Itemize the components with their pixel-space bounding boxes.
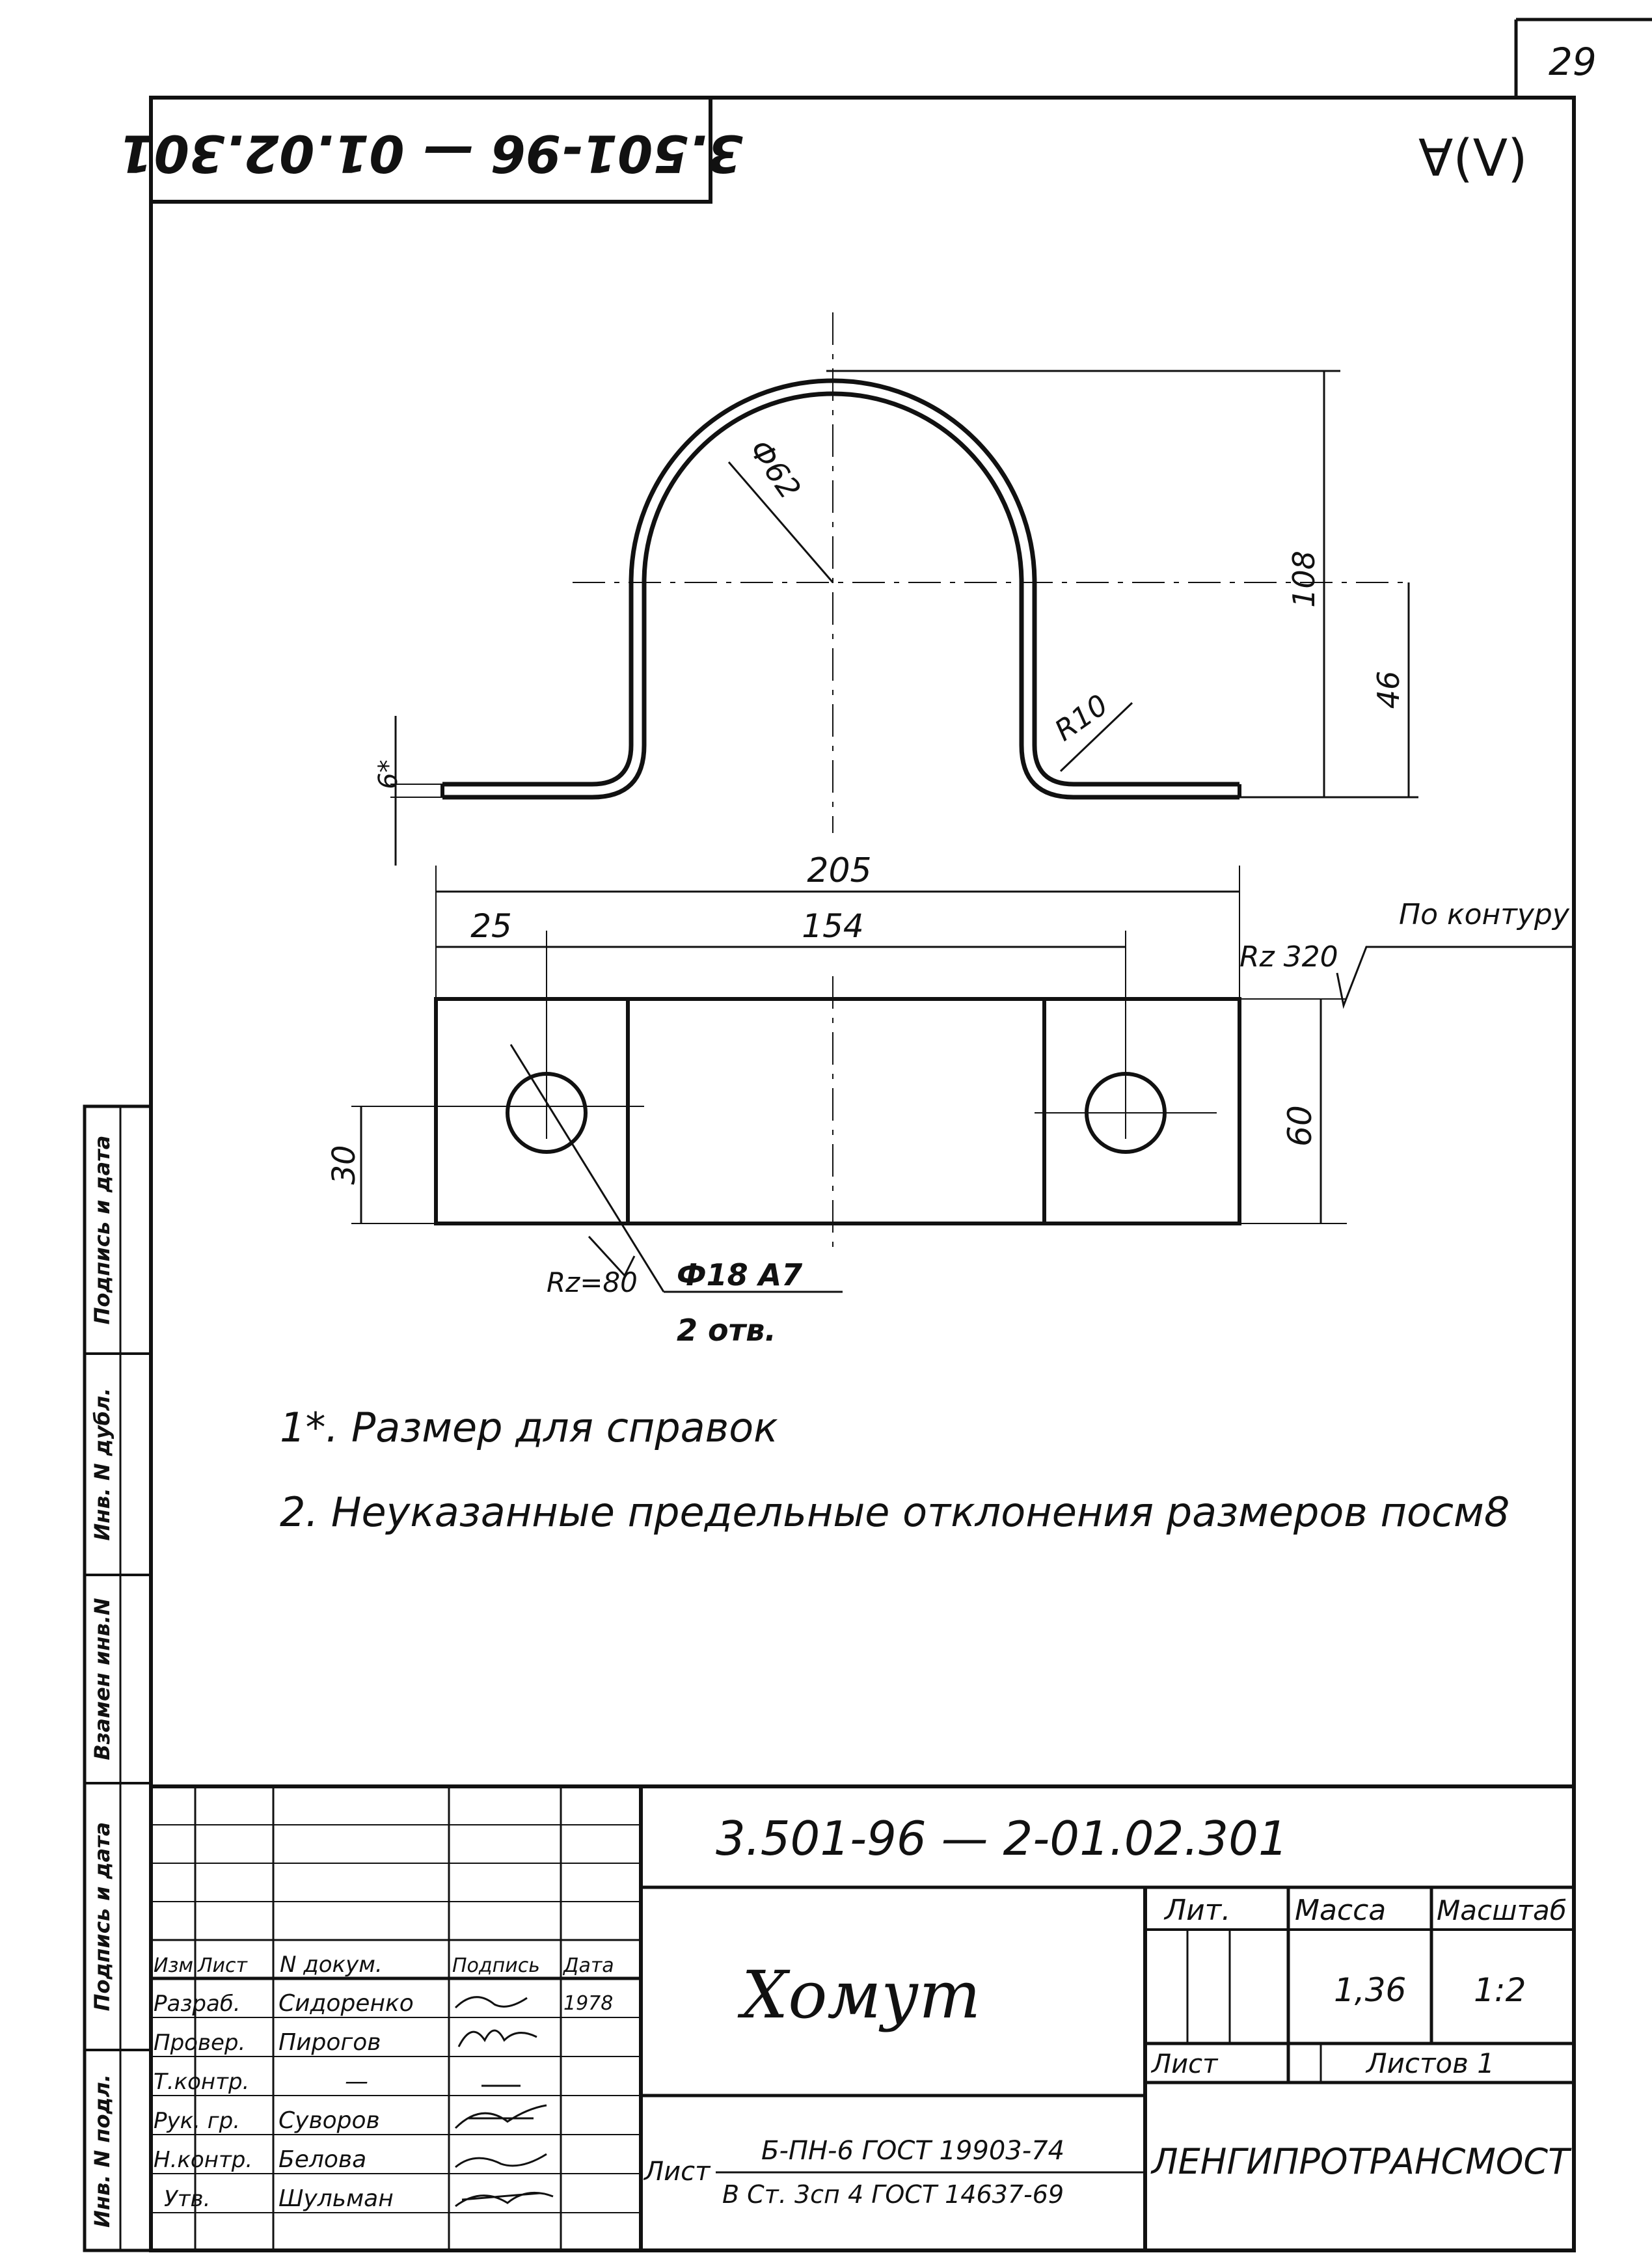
roughness-symbol: ∀(V) bbox=[1418, 130, 1528, 188]
dim-hole-spacing-label: 154 bbox=[802, 907, 863, 945]
roughness-contour-note: По контуру bbox=[1399, 898, 1570, 931]
row-name: Шульман bbox=[278, 2185, 394, 2212]
hole-spec: Ф18 А7 bbox=[677, 1257, 802, 1292]
sheet-number: 29 bbox=[1549, 40, 1597, 84]
material-prefix: Лист bbox=[643, 2157, 711, 2187]
sheet-label: Лист bbox=[1150, 2049, 1219, 2079]
designation: 3.501-96 — 2-01.02.301 bbox=[716, 1811, 1288, 1866]
row-name: Сидоренко bbox=[278, 1990, 414, 2017]
row-name: — bbox=[345, 2068, 368, 2095]
clamp-plan-view: 205 25 154 60 30 Rz 320 По контуру Rz=80 bbox=[326, 851, 1575, 1348]
row-name: Суворов bbox=[278, 2107, 380, 2134]
title-block: Изм Лист N докум. Подпись Дата Разраб. С… bbox=[149, 1784, 1576, 2252]
col-header-doc: N докум. bbox=[280, 1952, 383, 1978]
dim-bend-radius-label: R10 bbox=[1049, 689, 1114, 748]
side-label-replaced: Взамен инв.N bbox=[90, 1598, 115, 1760]
col-header-sheet: Лист bbox=[197, 1954, 249, 1977]
row-role: Т.контр. bbox=[154, 2069, 249, 2095]
dim-width-label: 60 bbox=[1281, 1105, 1319, 1147]
col-header-signature: Подпись bbox=[452, 1954, 540, 1977]
dim-hole-offset-label: 25 bbox=[470, 907, 512, 945]
side-strip: Инв. N подл. Подпись и дата Взамен инв.N… bbox=[83, 1104, 153, 2252]
hole-count: 2 отв. bbox=[677, 1313, 776, 1348]
scale-value: 1:2 bbox=[1474, 1971, 1526, 2009]
row-date: 1978 bbox=[563, 1992, 613, 2015]
dim-overall-label: 205 bbox=[807, 851, 871, 890]
row-name: Белова bbox=[278, 2146, 366, 2173]
side-label-original: Инв. N подл. bbox=[90, 2074, 115, 2228]
stamp-code: 3.501-96 — 01.02.301 bbox=[118, 124, 742, 182]
row-role: Провер. bbox=[154, 2030, 245, 2056]
col-header-change: Изм bbox=[154, 1954, 193, 1977]
side-label-signature: Подпись и дата bbox=[90, 1822, 115, 2012]
note-line: 2. Неуказанные предельные отклонения раз… bbox=[280, 1488, 1510, 1536]
drawing-frame bbox=[149, 96, 1576, 2252]
clamp-profile-view: Ф62 108 46 6* R10 bbox=[373, 312, 1418, 866]
material-line-1: Б-ПН-6 ГОСТ 19903-74 bbox=[761, 2136, 1064, 2166]
note-line: 1*. Размер для справок bbox=[280, 1404, 778, 1451]
row-role: Рук. гр. bbox=[154, 2108, 240, 2134]
organization: ЛЕНГИПРОТРАНСМОСТ bbox=[1150, 2141, 1572, 2182]
sheet-number-box: 29 bbox=[1514, 18, 1652, 98]
stamp-rotated: 3.501-96 — 01.02.301 bbox=[118, 96, 743, 204]
mass-value: 1,36 bbox=[1334, 1971, 1406, 2009]
scale-label: Масштаб bbox=[1437, 1894, 1567, 1926]
signature-scribbles bbox=[454, 1996, 554, 2207]
roughness-contour: Rz 320 bbox=[1239, 940, 1338, 974]
side-label-signature-2: Подпись и дата bbox=[90, 1136, 115, 1325]
dim-height-label: 108 bbox=[1286, 551, 1321, 608]
sheets-label: Листов 1 bbox=[1365, 2047, 1495, 2079]
mass-label: Масса bbox=[1295, 1894, 1386, 1927]
lit-label: Лит. bbox=[1163, 1894, 1230, 1927]
dim-thickness-label: 6* bbox=[373, 759, 403, 789]
roughness-hole: Rz=80 bbox=[547, 1266, 638, 1298]
side-label-duplicate: Инв. N дубл. bbox=[90, 1388, 115, 1541]
dim-axis-height-label: 46 bbox=[1371, 671, 1406, 709]
material-line-2: В Ст. 3сп 4 ГОСТ 14637-69 bbox=[722, 2180, 1064, 2209]
row-role: Н.контр. bbox=[154, 2147, 252, 2173]
row-role: Утв. bbox=[164, 2186, 210, 2212]
notes-block: 1*. Размер для справок 2. Неуказанные пр… bbox=[280, 1404, 1510, 1536]
row-name: Пирогов bbox=[278, 2029, 381, 2056]
row-role: Разраб. bbox=[154, 1991, 241, 2017]
dim-diameter-label: Ф62 bbox=[742, 433, 808, 505]
dim-hole-center-label: 30 bbox=[326, 1145, 362, 1184]
col-header-date: Дата bbox=[562, 1954, 614, 1977]
part-name: Хомут bbox=[737, 1957, 981, 2033]
